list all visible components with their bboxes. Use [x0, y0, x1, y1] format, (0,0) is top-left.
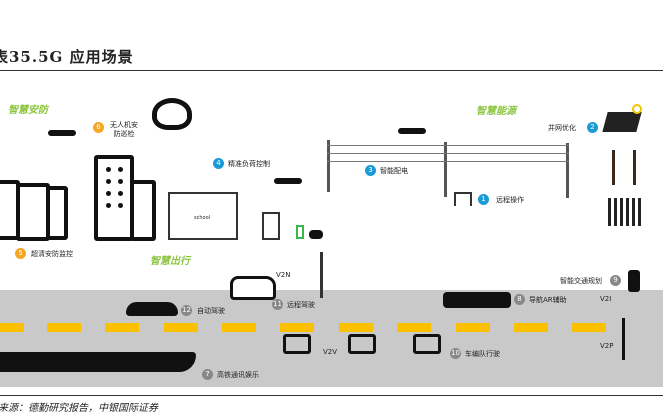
label-smart-distribution: 智能配电 — [380, 167, 408, 175]
large-drone-icon — [152, 98, 192, 130]
label-v2v: V2V — [323, 348, 338, 356]
zone-energy: 智慧能源 — [476, 106, 516, 117]
traffic-light-icon — [628, 270, 640, 292]
wind-turbine-icon — [612, 150, 636, 185]
truck-icon — [413, 334, 441, 354]
badge-10: 10 — [450, 348, 461, 359]
label-traffic-planning: 智能交通规划 — [560, 277, 602, 285]
label-remote-operation: 远程操作 — [496, 196, 524, 204]
label-ar-navigation: 导航AR辅助 — [529, 296, 567, 304]
solar-panel-icon — [602, 112, 642, 132]
zone-mobility: 智慧出行 — [150, 256, 190, 267]
label-v2i: V2I — [600, 295, 612, 303]
label-hd-surveillance: 超清安防监控 — [31, 250, 73, 258]
lane-marking — [572, 323, 606, 332]
charging-station-icon — [296, 225, 304, 239]
lane-marking — [164, 323, 198, 332]
badge-12: 12 — [181, 305, 192, 316]
building-icon — [16, 183, 50, 241]
drone-icon — [274, 178, 302, 184]
autonomous-car-icon — [126, 302, 178, 316]
high-speed-train-icon — [0, 352, 196, 372]
hydro-dam-icon — [608, 198, 642, 226]
lane-marking — [456, 323, 490, 332]
lane-marking — [0, 323, 24, 332]
figure-title: 表35.5G 应用场景 — [0, 48, 134, 66]
power-pole-icon — [444, 142, 447, 197]
label-drone-inspection: 无人机安防巡检 — [110, 121, 138, 138]
power-pole-icon — [566, 143, 569, 198]
title-divider — [0, 70, 663, 71]
source-note: 来源：德勤研究报告，中银国际证券 — [0, 403, 158, 414]
badge-8: 8 — [514, 294, 525, 305]
badge-4: 4 — [213, 158, 224, 169]
remote-operation-icon — [454, 192, 472, 206]
label-train-entertainment: 高铁通讯娱乐 — [217, 371, 259, 379]
power-wire — [327, 153, 569, 154]
pedestrian-icon — [622, 318, 642, 360]
lane-marking — [222, 323, 256, 332]
car-icon — [309, 230, 323, 239]
drone-icon — [398, 128, 426, 134]
truck-icon — [283, 334, 311, 354]
lane-marking — [397, 323, 431, 332]
badge-3: 3 — [365, 165, 376, 176]
badge-1: 1 — [478, 194, 489, 205]
power-wire — [327, 161, 569, 162]
lane-marking — [105, 323, 139, 332]
drone-icon — [48, 130, 76, 136]
label-load-control: 精准负荷控制 — [228, 160, 270, 168]
badge-5: 5 — [15, 248, 26, 259]
bus-icon — [443, 292, 511, 308]
label-remote-driving: 远程驾驶 — [287, 301, 315, 309]
remote-car-icon — [230, 276, 276, 300]
lane-marking — [339, 323, 373, 332]
school-icon: school — [168, 192, 238, 240]
source-divider — [0, 395, 663, 396]
zone-security: 智慧安防 — [8, 105, 48, 116]
badge-11: 11 — [272, 299, 283, 310]
lane-marking — [514, 323, 548, 332]
lane-marking — [280, 323, 314, 332]
power-pole-icon — [327, 140, 330, 192]
label-v2n: V2N — [276, 271, 291, 279]
label-autonomous-driving: 自动驾驶 — [197, 307, 225, 315]
power-wire — [327, 145, 569, 146]
camera-pole-icon — [320, 252, 323, 298]
factory-fire-icon — [262, 212, 280, 240]
building-icon — [130, 180, 156, 241]
badge-6: 6 — [93, 122, 104, 133]
badge-9: 9 — [610, 275, 621, 286]
label-platooning: 车编队行驶 — [465, 350, 500, 358]
label-grid-optimization: 并网优化 — [548, 124, 576, 132]
building-icon — [94, 155, 134, 241]
lane-marking — [47, 323, 81, 332]
badge-2: 2 — [587, 122, 598, 133]
sun-icon — [632, 104, 642, 114]
building-icon — [46, 186, 68, 240]
label-v2p: V2P — [600, 342, 614, 350]
truck-icon — [348, 334, 376, 354]
badge-7: 7 — [202, 369, 213, 380]
